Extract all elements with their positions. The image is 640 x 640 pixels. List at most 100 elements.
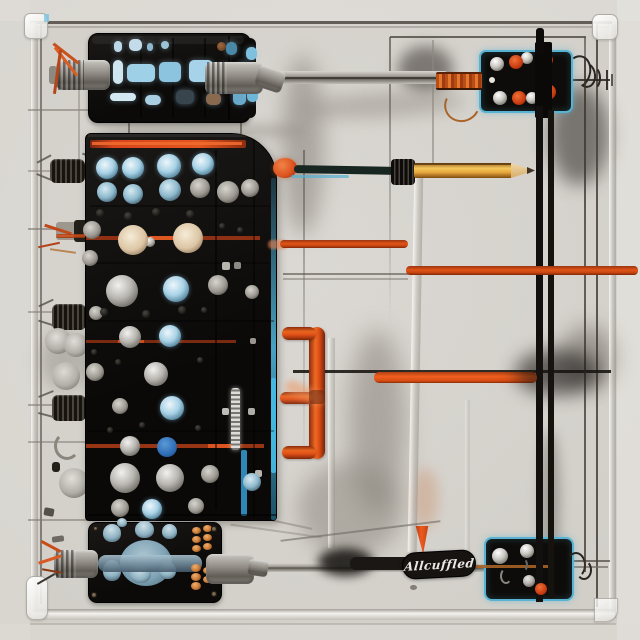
- glow-mark: [176, 90, 194, 104]
- wire-thin-h1: [283, 273, 408, 275]
- bl-dome: [103, 524, 121, 542]
- ring-squiggle: [518, 558, 528, 572]
- wire-thin-h2: [283, 278, 408, 280]
- wire-black-v-stub: [536, 28, 544, 54]
- knob-gray: [241, 179, 259, 197]
- grid-line: [28, 109, 88, 111]
- screw: [93, 526, 98, 531]
- pencil-coil: [391, 159, 415, 185]
- panel-dot-brown: [217, 42, 226, 51]
- pencil-body: [414, 163, 512, 178]
- glow-mark: [247, 87, 258, 102]
- copper-bead: [203, 534, 212, 541]
- nut: [250, 338, 256, 344]
- left-dome-2: [64, 333, 88, 357]
- dot: [219, 223, 225, 229]
- left-hook: [54, 432, 80, 460]
- barrel-ribs: [207, 62, 227, 94]
- knob-silver: [106, 275, 138, 307]
- plug-dot: [410, 585, 417, 590]
- copper-bead: [191, 564, 201, 572]
- left-bit-3: [51, 535, 65, 543]
- wire-cyan-under: [291, 175, 349, 178]
- orange-bracket-joint: [309, 390, 325, 404]
- pin-tick-2: [611, 74, 613, 86]
- pencil-lead: [527, 167, 535, 174]
- glow-mark: [114, 41, 122, 52]
- copper-bead: [203, 543, 212, 550]
- wire-thin-left: [78, 60, 80, 165]
- frame-left-tube: [31, 22, 38, 614]
- panel-seam: [215, 150, 217, 510]
- knob-gray: [112, 398, 128, 414]
- copper-bead: [192, 527, 201, 534]
- knob-ice: [122, 157, 144, 179]
- bl-dome: [135, 521, 154, 538]
- knob-silver: [120, 436, 140, 456]
- corner-cap-tr: [592, 14, 618, 40]
- copper-bead: [203, 525, 212, 532]
- barrel-nozzle: [246, 558, 270, 578]
- dot-white: [489, 77, 495, 83]
- wire-orange-c: [374, 372, 537, 383]
- wire-thin-v: [303, 150, 305, 462]
- inner-frame-left: [389, 37, 391, 322]
- knob-ice: [96, 157, 118, 179]
- panel-highlight: [92, 36, 244, 44]
- frame-bottom-2: [30, 623, 616, 625]
- bl-dome: [162, 524, 177, 539]
- frame-top: [30, 21, 612, 24]
- bg-top-light: [0, 0, 640, 21]
- barrel-connector: [206, 554, 254, 584]
- knob-ice: [142, 499, 162, 519]
- shadow-cross-dark: [515, 350, 600, 395]
- shadow-hook: [298, 462, 403, 557]
- bead-orange-led: [535, 583, 547, 595]
- glow-capacitor: [113, 60, 123, 84]
- dot: [178, 306, 186, 314]
- bead-silver: [493, 91, 507, 105]
- glow-mark: [161, 41, 169, 49]
- knob-ice: [163, 276, 189, 302]
- corner-cap-bl: [26, 576, 48, 620]
- glow-mark: [206, 93, 221, 105]
- knob-gray: [245, 285, 259, 299]
- frame-right-line: [596, 23, 598, 607]
- copper-bead: [191, 582, 201, 590]
- copper-bead: [192, 545, 201, 552]
- dot: [96, 209, 104, 217]
- left-comp-ribbed-1: [50, 159, 85, 183]
- dot: [91, 349, 97, 355]
- bl-dome: [117, 518, 127, 527]
- whisker-arc: [585, 66, 601, 90]
- left-comp-ribbed-2: [52, 304, 86, 330]
- nut: [234, 262, 241, 269]
- bead-red: [512, 91, 526, 105]
- glow-mark: [129, 39, 142, 51]
- ribbon-orange: [436, 72, 482, 90]
- grid-line: [28, 519, 92, 521]
- ring-squiggle: [500, 568, 512, 584]
- dot: [100, 308, 108, 316]
- glow-mark: [246, 47, 257, 60]
- corner-cap-tl-blue: [44, 14, 49, 22]
- wire-black-v-3: [584, 58, 586, 572]
- knob-blue: [157, 437, 177, 457]
- plug-orange: [415, 526, 429, 554]
- barrel-connector: [205, 62, 263, 94]
- rod-top-core: [262, 77, 448, 79]
- wire-orange-b: [406, 266, 638, 275]
- knob-ice: [157, 154, 181, 178]
- frame-left-edge: [40, 22, 42, 604]
- bead-silver: [492, 548, 508, 564]
- wire-orange-jumper: [56, 234, 100, 238]
- frame-top-2: [30, 26, 612, 28]
- handwritten-label: Allcuffled: [401, 549, 477, 580]
- knob-gray: [190, 178, 210, 198]
- screw: [211, 526, 217, 532]
- left-bit-2: [43, 507, 55, 517]
- tube-mid-2: [328, 338, 335, 548]
- left-dome-3: [52, 362, 80, 390]
- orange-bracket-top: [282, 327, 316, 340]
- wire-thin-v2: [432, 40, 434, 168]
